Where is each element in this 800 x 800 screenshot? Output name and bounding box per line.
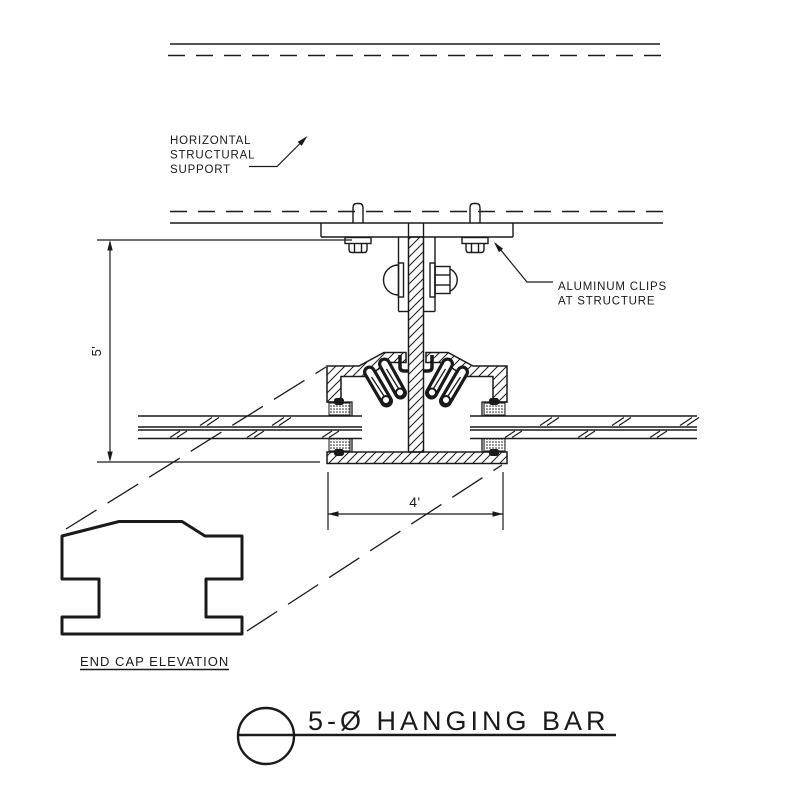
bolt-head-dome — [382, 264, 399, 296]
hex-nut-right — [461, 236, 489, 254]
dimension-arrowhead — [107, 451, 113, 462]
end-cap-label: END CAP ELEVATION — [80, 654, 229, 669]
through-bolt — [382, 262, 458, 298]
glass-hatch-ticks — [169, 417, 340, 439]
spring-clip-right — [425, 357, 469, 408]
bolt-nut-dome — [449, 268, 458, 292]
gasket-tab — [489, 398, 499, 405]
glazing-gaskets — [328, 398, 506, 456]
end-cap-outline — [60, 520, 244, 636]
clip-plate — [320, 223, 514, 238]
leader-arrowhead — [494, 242, 504, 253]
leader-line — [249, 137, 306, 168]
glass-hatch-ticks — [504, 417, 700, 439]
projection-line-upper — [65, 366, 327, 530]
anchor-stud-right — [469, 202, 481, 223]
extrusion-bottom-plate — [326, 451, 508, 465]
title-text: 5-Ø HANGING BAR — [308, 706, 610, 736]
dimension-arrowhead — [328, 511, 339, 517]
callout-horizontal-support-line2: STRUCTURAL — [170, 150, 255, 162]
dimension-height: 5' — [89, 239, 352, 463]
glass-panel-left — [138, 415, 362, 440]
upper-structure-lines — [168, 43, 663, 57]
bar-hook-right — [424, 355, 434, 373]
projection-line-lower — [246, 464, 503, 632]
spring-clip-left — [363, 357, 407, 408]
drawing-title: 5-Ø HANGING BAR — [236, 706, 616, 766]
gasket-tab — [334, 398, 344, 405]
dimension-arrowhead — [492, 511, 503, 517]
dimension-width-text: 4' — [409, 494, 420, 510]
glass-panel-right — [470, 415, 700, 440]
anchor-stud-left — [352, 202, 364, 223]
callout-aluminum-clips: ALUMINUM CLIPS AT STRUCTURE — [494, 242, 667, 308]
dimension-height-text: 5' — [89, 346, 104, 357]
callout-horizontal-support: HORIZONTAL STRUCTURAL SUPPORT — [170, 135, 308, 176]
gasket-tab — [334, 449, 344, 456]
hanging-bar-stem — [407, 236, 425, 453]
projection-lines — [65, 366, 503, 632]
callout-horizontal-support-line3: SUPPORT — [170, 164, 231, 176]
gasket-tab — [489, 449, 499, 456]
leader-line — [495, 243, 553, 283]
callout-aluminum-clips-line1: ALUMINUM CLIPS — [558, 281, 667, 293]
callout-horizontal-support-line1: HORIZONTAL — [170, 135, 251, 147]
end-cap-elevation: END CAP ELEVATION — [60, 520, 244, 671]
spring-clips — [363, 355, 469, 408]
callout-aluminum-clips-line2: AT STRUCTURE — [558, 296, 655, 308]
ceiling-lines — [170, 210, 663, 224]
dimension-arrowhead — [107, 240, 113, 251]
dimension-width: 4' — [327, 472, 504, 530]
leader-arrowhead — [297, 136, 308, 146]
bar-hook-left — [398, 355, 408, 373]
